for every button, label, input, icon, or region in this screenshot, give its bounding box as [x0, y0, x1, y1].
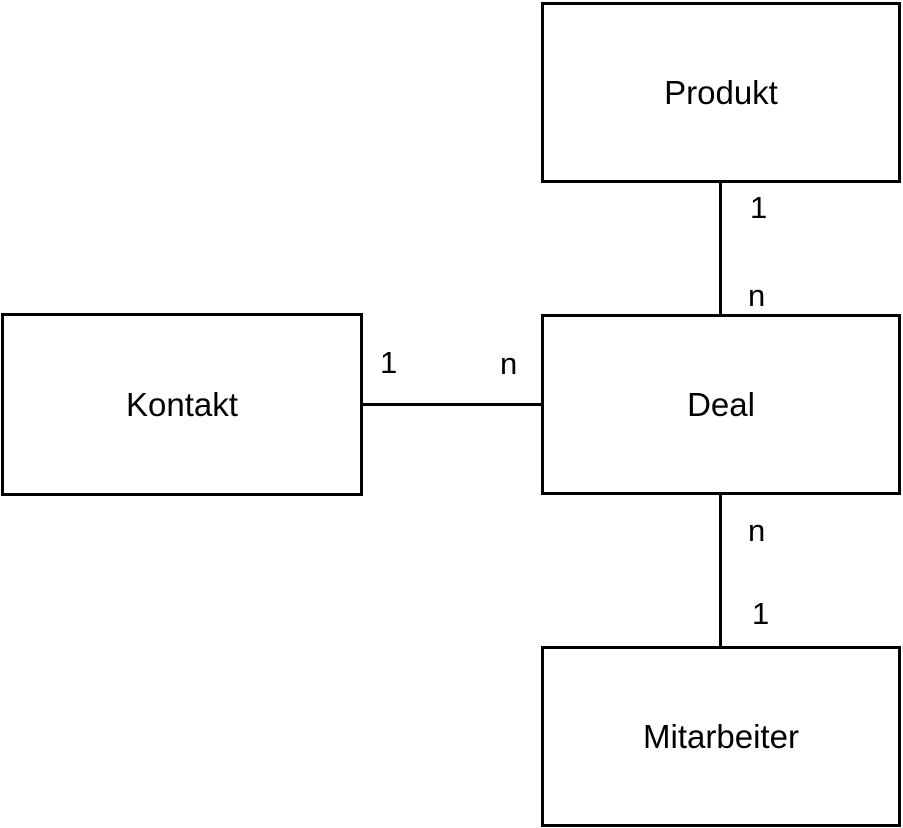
entity-label-mitarbeiter: Mitarbeiter	[643, 718, 799, 755]
cardinality-produkt-deal-from: 1	[750, 190, 768, 225]
cardinality-deal-mitarbeiter-to: 1	[752, 596, 770, 631]
cardinality-kontakt-deal-from: 1	[380, 345, 398, 380]
entity-box-produkt[interactable]: Produkt	[541, 2, 901, 183]
relationship-line-produkt-deal[interactable]	[719, 183, 722, 315]
entity-label-kontakt: Kontakt	[126, 386, 238, 423]
relationship-line-kontakt-deal[interactable]	[362, 403, 542, 406]
cardinality-produkt-deal-to: n	[748, 278, 766, 313]
cardinality-kontakt-deal-to: n	[500, 346, 518, 381]
relationship-line-deal-mitarbeiter[interactable]	[719, 494, 722, 647]
entity-box-kontakt[interactable]: Kontakt	[1, 313, 363, 496]
entity-label-deal: Deal	[687, 386, 755, 423]
entity-box-deal[interactable]: Deal	[541, 314, 901, 495]
entity-label-produkt: Produkt	[664, 74, 778, 111]
cardinality-deal-mitarbeiter-from: n	[748, 513, 766, 548]
entity-box-mitarbeiter[interactable]: Mitarbeiter	[541, 646, 901, 827]
